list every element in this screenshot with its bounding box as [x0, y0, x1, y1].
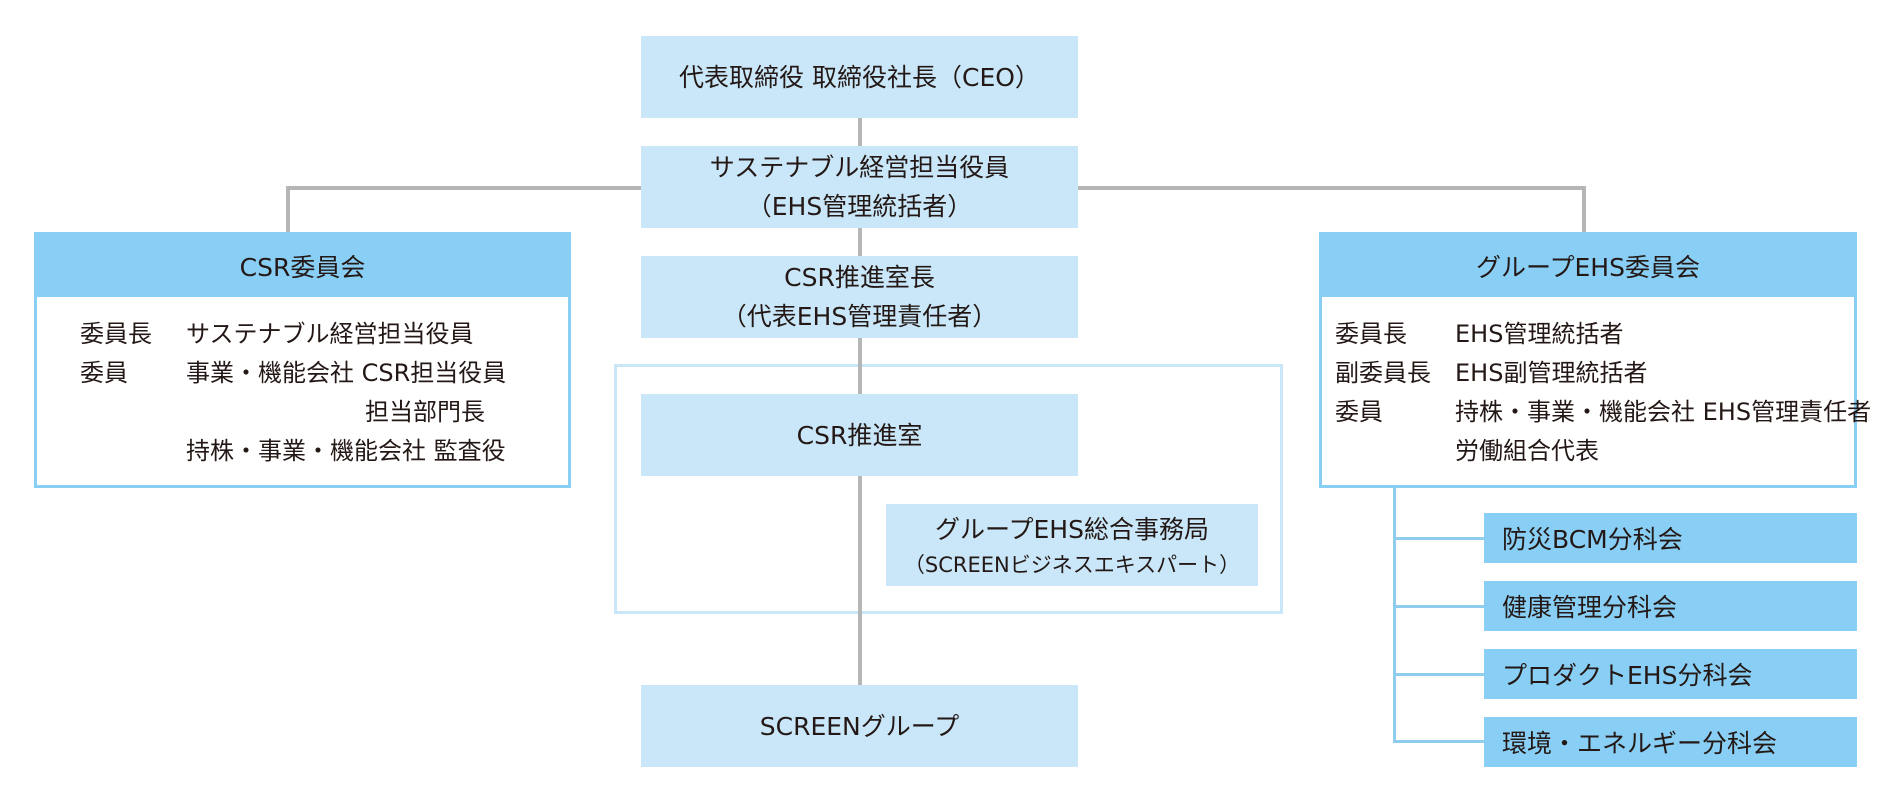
ehs-committee-panel: グループEHS委員会 委員長 EHS管理統括者 副委員長 EHS副管理統括者 委…: [1319, 232, 1871, 488]
frame-inner-line: [858, 338, 862, 686]
sustainable-officer-role: （EHS管理統括者）: [746, 192, 973, 221]
subcommittee-branch-3: [1393, 673, 1486, 676]
ehs-committee-header: グループEHS委員会: [1322, 235, 1854, 297]
ceo-box: 代表取締役 取締役社長（CEO）: [641, 36, 1078, 118]
subcommittee-label-4: 環境・エネルギー分科会: [1502, 729, 1778, 758]
subcommittee-label-1: 防災BCM分科会: [1502, 525, 1683, 554]
ehs-member-2: 労働組合代表: [1455, 437, 1599, 465]
ehs-chair: EHS管理統括者: [1455, 320, 1624, 348]
ehs-vice-role: 副委員長: [1335, 359, 1431, 387]
csr-member-role: 委員: [80, 359, 128, 387]
subcommittee-trunk-line: [1393, 488, 1396, 741]
right-drop-line: [1582, 186, 1586, 232]
ceo-label: 代表取締役 取締役社長（CEO）: [679, 62, 1040, 92]
subcommittee-health: 健康管理分科会: [1484, 581, 1857, 631]
csr-committee-title: CSR委員会: [239, 253, 366, 282]
subcommittee-disaster-bcm: 防災BCM分科会: [1484, 513, 1857, 563]
csr-office-box: CSR推進室: [641, 394, 1078, 476]
ehs-secretariat-box: グループEHS総合事務局 （SCREENビジネスエキスパート）: [886, 504, 1258, 586]
csr-office-label: CSR推進室: [796, 420, 923, 450]
sustainable-officer-title: サステナブル経営担当役員: [709, 153, 1010, 182]
csr-member-2: 担当部門長: [365, 398, 485, 426]
csr-committee-panel: CSR委員会 委員長 サステナブル経営担当役員 委員 事業・機能会社 CSR担当…: [34, 232, 571, 488]
ehs-vice: EHS副管理統括者: [1455, 359, 1648, 387]
csr-member-3: 持株・事業・機能会社 監査役: [186, 437, 506, 465]
csr-chair: サステナブル経営担当役員: [186, 320, 474, 348]
subcommittee-label-3: プロダクトEHS分科会: [1502, 661, 1753, 690]
sustainable-officer-box: サステナブル経営担当役員 （EHS管理統括者）: [641, 146, 1078, 228]
csr-head-role: （代表EHS管理責任者）: [721, 302, 998, 331]
csr-head-title: CSR推進室長: [784, 263, 935, 292]
left-drop-line: [286, 186, 290, 232]
ehs-member-role: 委員: [1335, 398, 1383, 426]
subcommittee-product-ehs: プロダクトEHS分科会: [1484, 649, 1857, 699]
ehs-secretariat-title: グループEHS総合事務局: [935, 514, 1209, 544]
subcommittee-branch-4: [1393, 740, 1486, 743]
ehs-secretariat-company: （SCREENビジネスエキスパート）: [903, 552, 1241, 577]
csr-chair-role: 委員長: [80, 320, 152, 348]
screen-group-label: SCREENグループ: [759, 711, 960, 741]
screen-group-box: SCREENグループ: [641, 685, 1078, 767]
csr-head-box: CSR推進室長 （代表EHS管理責任者）: [641, 256, 1078, 338]
ehs-committee-title: グループEHS委員会: [1476, 253, 1700, 282]
csr-member-1: 事業・機能会社 CSR担当役員: [186, 359, 507, 387]
ehs-chair-role: 委員長: [1335, 320, 1407, 348]
csr-committee-header: CSR委員会: [37, 235, 568, 297]
subcommittee-branch-1: [1393, 537, 1486, 540]
csr-office-frame: [614, 364, 1283, 614]
subcommittee-environment-energy: 環境・エネルギー分科会: [1484, 717, 1857, 767]
subcommittee-branch-2: [1393, 605, 1486, 608]
subcommittee-label-2: 健康管理分科会: [1502, 593, 1678, 622]
ehs-member-1: 持株・事業・機能会社 EHS管理責任者: [1455, 398, 1872, 426]
